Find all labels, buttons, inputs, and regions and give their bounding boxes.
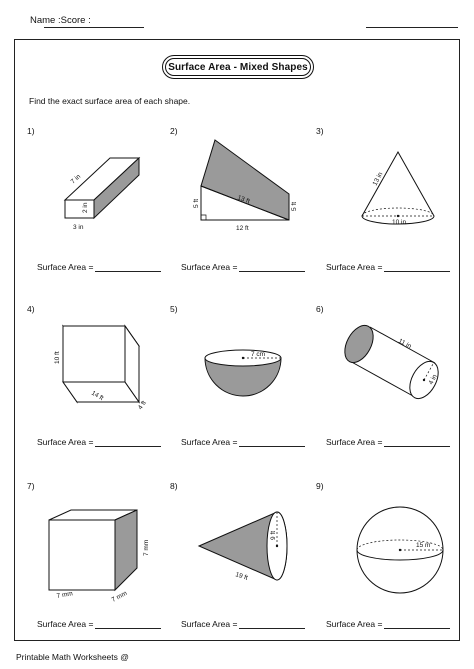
answer-label: Surface Area =	[181, 437, 238, 447]
answer-label: Surface Area =	[37, 619, 94, 629]
answer-field[interactable]: Surface Area =	[37, 619, 162, 629]
answer-blank[interactable]	[384, 619, 451, 629]
answer-field[interactable]: Surface Area =	[181, 619, 306, 629]
problem-number: 9)	[316, 481, 324, 491]
label-side: 7 mm	[111, 590, 129, 604]
answer-blank[interactable]	[239, 437, 306, 447]
sphere-figure: 15 m	[356, 506, 444, 594]
answer-label: Surface Area =	[326, 437, 383, 447]
hemisphere-figure: 7 cm	[204, 349, 282, 397]
instructions: Find the exact surface area of each shap…	[29, 96, 191, 106]
answer-label: Surface Area =	[181, 619, 238, 629]
answer-field[interactable]: Surface Area =	[37, 262, 162, 272]
worksheet-title: Surface Area - Mixed Shapes	[162, 55, 314, 79]
cylinder-figure: 11 in 4 in	[344, 324, 439, 400]
problem-number: 6)	[316, 304, 324, 314]
answer-blank[interactable]	[239, 619, 306, 629]
answer-blank[interactable]	[95, 619, 162, 629]
problem-number: 5)	[170, 304, 178, 314]
answer-blank[interactable]	[95, 437, 162, 447]
label-left: 5 ft	[193, 199, 200, 208]
label-diameter: 10 in	[392, 219, 406, 226]
label-height: 9 ft	[270, 531, 277, 540]
score-line	[366, 27, 458, 28]
label-radius: 7 cm	[251, 351, 265, 358]
cone-figure: 9 ft 19 ft	[197, 511, 288, 582]
problem-number: 7)	[27, 481, 35, 491]
answer-field[interactable]: Surface Area =	[326, 619, 451, 629]
label-right: 5 ft	[291, 202, 298, 211]
label-radius: 15 m	[416, 542, 430, 549]
cone-figure: 13 in 10 in	[361, 150, 435, 226]
label-height: 7 mm	[143, 540, 150, 556]
label-radius: 4 in	[428, 373, 439, 386]
answer-field[interactable]: Surface Area =	[181, 437, 306, 447]
label-slant: 13 ft	[236, 194, 250, 205]
label-base: 12 ft	[236, 225, 249, 232]
answer-field[interactable]: Surface Area =	[181, 262, 306, 272]
answer-field[interactable]: Surface Area =	[37, 437, 162, 447]
problem-number: 3)	[316, 126, 324, 136]
answer-blank[interactable]	[384, 262, 451, 272]
answer-field[interactable]: Surface Area =	[326, 262, 451, 272]
rectangular-prism-figure: 7 in 2 in 3 in	[63, 156, 141, 231]
footer-text: Printable Math Worksheets @	[16, 652, 129, 662]
problem-number: 1)	[27, 126, 35, 136]
answer-label: Surface Area =	[326, 619, 383, 629]
triangular-prism-figure: 13 ft 5 ft 5 ft 12 ft	[193, 139, 298, 232]
problem-number: 8)	[170, 481, 178, 491]
label-height: 10 ft	[54, 351, 61, 364]
name-line	[44, 27, 144, 28]
label-front: 7 mm	[56, 590, 73, 600]
problem-number: 4)	[27, 304, 35, 314]
label-slant: 19 ft	[234, 571, 248, 582]
answer-blank[interactable]	[384, 437, 451, 447]
label-length: 7 in	[70, 173, 83, 185]
answer-blank[interactable]	[239, 262, 306, 272]
worksheet-frame: Surface Area - Mixed Shapes Find the exa…	[14, 39, 460, 641]
answer-label: Surface Area =	[326, 262, 383, 272]
answer-label: Surface Area =	[37, 262, 94, 272]
label-width: 3 in	[73, 224, 84, 231]
label-width: 4 ft	[137, 400, 148, 412]
answer-blank[interactable]	[95, 262, 162, 272]
rectangular-prism-figure: 10 ft 14 ft 4 ft	[54, 324, 148, 412]
label-height: 2 in	[82, 202, 89, 213]
answer-label: Surface Area =	[181, 262, 238, 272]
cube-figure: 7 mm 7 mm 7 mm	[48, 509, 150, 604]
problem-number: 2)	[170, 126, 178, 136]
name-score-label: Name :Score :	[30, 15, 91, 26]
answer-label: Surface Area =	[37, 437, 94, 447]
answer-field[interactable]: Surface Area =	[326, 437, 451, 447]
